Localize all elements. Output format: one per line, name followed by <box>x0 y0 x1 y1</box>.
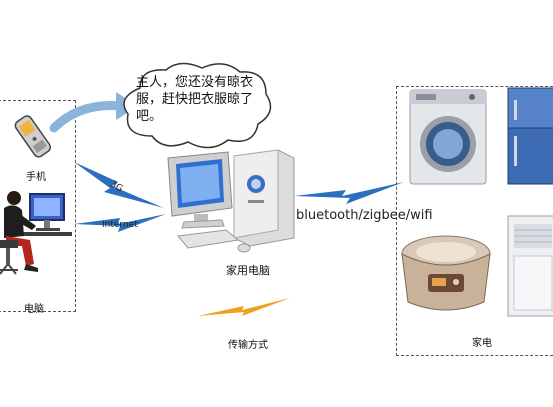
refrigerator-icon <box>507 87 553 185</box>
appliances-label: 家电 <box>472 338 492 349</box>
rice-cooker-icon <box>401 235 491 311</box>
air-conditioner-icon <box>507 215 553 317</box>
home-pc-icon <box>167 149 295 253</box>
user-devices-group <box>0 100 76 312</box>
link-internet-label: Internet <box>102 220 138 230</box>
phone-label: 手机 <box>26 172 46 183</box>
mobile-phone-icon <box>14 115 52 158</box>
lightning-internet-icon <box>74 214 166 232</box>
lightning-transmission-icon <box>198 298 290 316</box>
person-at-computer-icon <box>0 191 72 275</box>
washing-machine-icon <box>409 89 487 185</box>
transmission-label: 传输方式 <box>228 340 268 351</box>
home-pc-label: 家用电脑 <box>226 264 270 277</box>
lightning-3g-icon <box>74 162 164 208</box>
appliances-group <box>396 86 553 356</box>
computer-label: 电脑 <box>24 304 44 315</box>
protocols-label: bluetooth/zigbee/wifi <box>296 208 433 223</box>
speech-bubble-text: 主人，您还没有晾衣服，赶快把衣服晾了吧。 <box>136 75 254 124</box>
speech-bubble-cloud <box>123 62 272 149</box>
lightning-wireless-icon <box>294 182 404 204</box>
